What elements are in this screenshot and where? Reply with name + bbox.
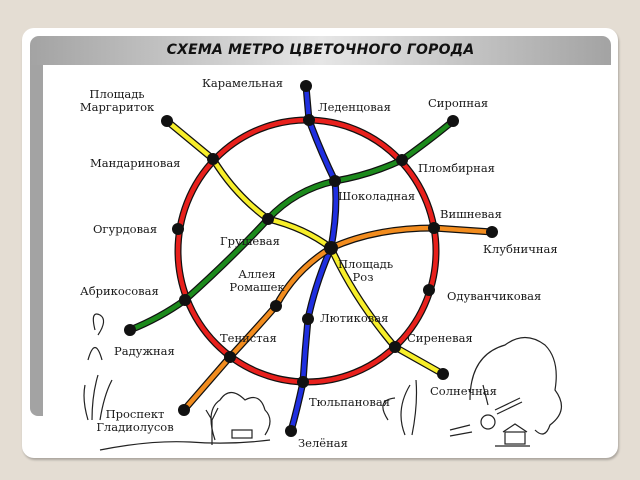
label-oduvanchikovaya: Одуванчиковая bbox=[447, 289, 542, 303]
decorative-sketches bbox=[83, 313, 562, 451]
label-ledentsovaya: Леденцовая bbox=[318, 100, 391, 114]
label-line-2: Гладиолусов bbox=[96, 420, 174, 434]
label-prospekt-gladiolusov: Проспект Гладиолусов bbox=[90, 408, 180, 434]
station-shokoladnaya[interactable] bbox=[329, 175, 341, 187]
label-alleya-romashek: Аллея Ромашек bbox=[222, 268, 292, 294]
metro-map-drawing bbox=[83, 80, 562, 451]
station-tyulpanovaya[interactable] bbox=[297, 376, 309, 388]
title-bar bbox=[30, 36, 611, 65]
label-line-1: Площадь bbox=[338, 257, 394, 271]
label-mandarinovaya: Мандариновая bbox=[90, 156, 181, 170]
station-raduzhnaya[interactable] bbox=[124, 324, 136, 336]
station-zelenaya[interactable] bbox=[285, 425, 297, 437]
label-ploshchad-roz: Площадь Роз bbox=[338, 257, 394, 284]
label-ogurdovaya: Огурдовая bbox=[93, 222, 158, 236]
station-tenistaya[interactable] bbox=[224, 351, 236, 363]
yellow-line bbox=[163, 117, 447, 378]
station-karamelnaya[interactable] bbox=[300, 80, 312, 92]
label-line-2: Роз bbox=[352, 270, 374, 284]
station-lyutikovaya[interactable] bbox=[302, 313, 314, 325]
label-grushevaya: Грушевая bbox=[220, 234, 280, 248]
label-klubnichnaya: Клубничная bbox=[483, 242, 558, 256]
label-solnechnaya: Солнечная bbox=[430, 384, 497, 398]
label-karamelnaya: Карамельная bbox=[202, 76, 284, 90]
station-plombirnaya[interactable] bbox=[396, 154, 408, 166]
label-line-2: Маргариток bbox=[79, 100, 155, 114]
label-raduzhnaya: Радужная bbox=[114, 344, 175, 358]
label-tyulpanovaya: Тюльпановая bbox=[309, 395, 390, 409]
label-sirenevaya: Сиреневая bbox=[407, 331, 473, 345]
label-lyutikovaya: Лютиковая bbox=[320, 311, 389, 325]
label-plombirnaya: Пломбирная bbox=[418, 161, 495, 175]
label-line-1: Проспект bbox=[105, 407, 165, 421]
station-klubnichnaya[interactable] bbox=[486, 226, 498, 238]
label-line-1: Площадь bbox=[89, 87, 145, 101]
label-abrikosovaya: Абрикосовая bbox=[80, 284, 159, 298]
page-title: СХЕМА МЕТРО ЦВЕТОЧНОГО ГОРОДА bbox=[166, 42, 475, 58]
orange-line bbox=[180, 224, 496, 414]
station-sirenevaya[interactable] bbox=[389, 341, 401, 353]
label-siropnaya: Сиропная bbox=[428, 96, 489, 110]
station-vishnevaya[interactable] bbox=[428, 222, 440, 234]
station-solnechnaya[interactable] bbox=[437, 368, 449, 380]
label-line-1: Аллея bbox=[238, 267, 276, 281]
station-alleya-romashek[interactable] bbox=[270, 300, 282, 312]
station-dots bbox=[124, 80, 498, 437]
label-ploshchad-margaritok: Площадь Маргариток bbox=[72, 88, 162, 114]
label-tenistaya: Тенистая bbox=[220, 331, 277, 345]
station-mandarinovaya[interactable] bbox=[207, 153, 219, 165]
label-vishnevaya: Вишневая bbox=[440, 207, 502, 221]
station-ploshchad-margaritok[interactable] bbox=[161, 115, 173, 127]
station-siropnaya[interactable] bbox=[447, 115, 459, 127]
label-line-2: Ромашек bbox=[229, 280, 285, 294]
station-oduvanchikovaya[interactable] bbox=[423, 284, 435, 296]
station-ledentsovaya[interactable] bbox=[303, 114, 315, 126]
station-prospekt-gladiolusov[interactable] bbox=[178, 404, 190, 416]
label-shokoladnaya: Шоколадная bbox=[338, 189, 416, 203]
frame-side-bar bbox=[30, 65, 43, 416]
metro-map bbox=[43, 65, 611, 458]
station-ogurdovaya[interactable] bbox=[172, 223, 184, 235]
station-abrikosovaya[interactable] bbox=[179, 294, 191, 306]
station-grushevaya[interactable] bbox=[262, 213, 274, 225]
label-zelenaya: Зелёная bbox=[298, 436, 348, 450]
station-ploshchad-roz[interactable] bbox=[324, 241, 338, 255]
